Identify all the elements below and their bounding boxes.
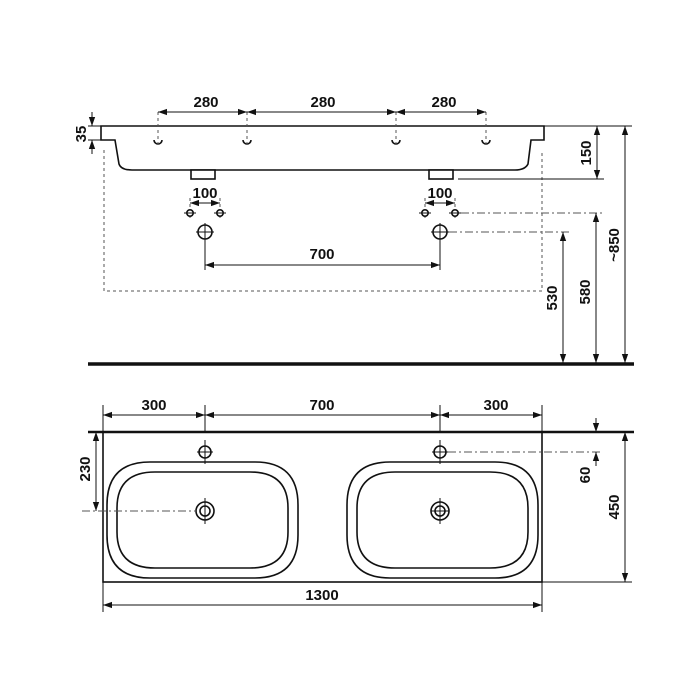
valve-group-left: [184, 198, 226, 270]
drain-stub-right: [428, 169, 454, 180]
dim-drain-spacing: 700: [309, 246, 334, 263]
side-view: 280 280 280 35 150 100: [73, 94, 634, 366]
drain-stub-left: [190, 169, 216, 180]
dim-total-width: 1300: [305, 587, 338, 604]
dim-center-spacing: 700: [309, 397, 334, 414]
dim-floor-to-pipe: 530: [544, 285, 561, 310]
cabinet-outline: [103, 150, 543, 292]
valve-group-right: [419, 198, 461, 270]
basin-elevation: [100, 125, 545, 171]
dim-drain-right-width: 100: [427, 185, 452, 202]
dim-tap-to-drain: 230: [77, 456, 94, 481]
top-view: 300 700 300: [77, 397, 634, 612]
dim-wall-to-tap: 60: [577, 467, 594, 484]
dim-total-height: ~850: [606, 228, 623, 262]
tap-hole-markers: [153, 112, 491, 146]
bowl-right: [346, 440, 602, 579]
bowl-left: [82, 440, 299, 579]
dim-spacing-right: 280: [431, 94, 456, 111]
dim-right-offset: 300: [483, 397, 508, 414]
dim-left-offset: 300: [141, 397, 166, 414]
dim-spacing-mid: 280: [310, 94, 335, 111]
dim-drain-left-width: 100: [192, 185, 217, 202]
dim-rim-thickness: 35: [73, 126, 90, 143]
dim-depth: 450: [606, 494, 623, 519]
dim-bowl-depth: 150: [578, 140, 595, 165]
dim-floor-to-valve: 580: [577, 279, 594, 304]
dim-spacing-left: 280: [193, 94, 218, 111]
